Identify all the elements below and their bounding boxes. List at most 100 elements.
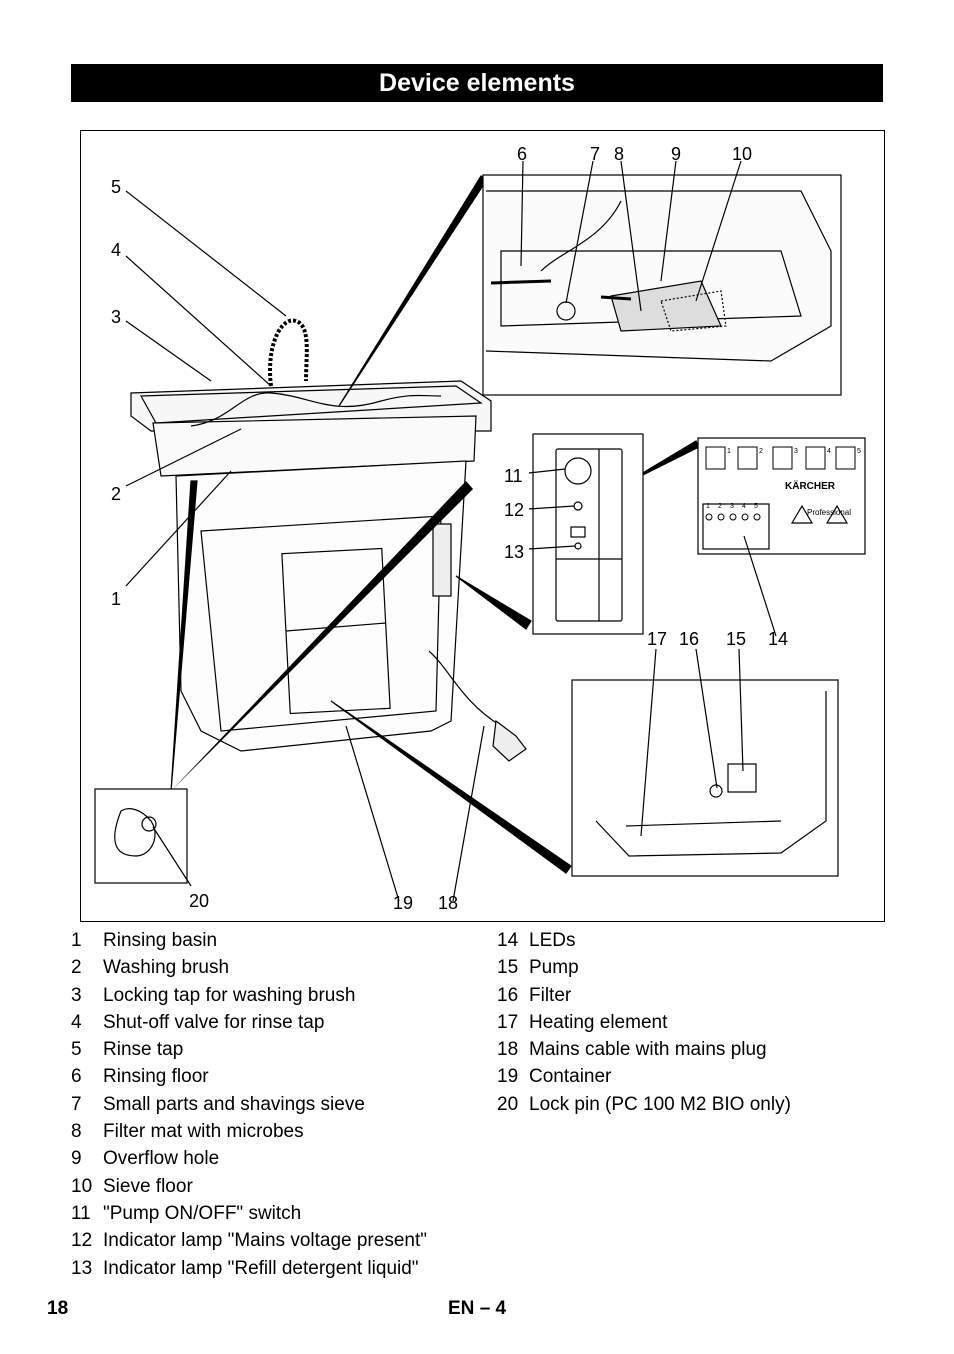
symbol-number: 2	[759, 448, 763, 455]
legend-label: Washing brush	[103, 957, 230, 979]
legend-label: Pump	[529, 957, 579, 979]
legend-label: Overflow hole	[103, 1148, 220, 1170]
legend-label: Filter	[529, 984, 572, 1006]
callout-3: 3	[111, 307, 121, 327]
callout-18: 18	[438, 893, 458, 913]
legend-number: 4	[71, 1011, 82, 1033]
callout-7: 7	[590, 144, 600, 164]
device-diagram: 5 4 3 2 1 6 7 8 9 10 11 12 13 14 15 16 1…	[80, 130, 885, 922]
professional-badge: Professional	[807, 508, 851, 517]
legend-item: 12 Indicator lamp "Mains voltage present"	[71, 1227, 427, 1254]
page-title: Device elements	[71, 64, 883, 102]
device-drawing: 5 4 3 2 1 6 7 8 9 10 11 12 13 14 15 16 1…	[94, 144, 866, 913]
led-number: 3	[730, 503, 734, 510]
callout-14: 14	[768, 629, 788, 649]
legend-number: 8	[71, 1121, 82, 1143]
legend-number: 11	[71, 1202, 91, 1224]
legend-item: 14 LEDs	[497, 927, 791, 954]
legend-number: 14	[497, 930, 519, 951]
legend-item: 5 Rinse tap	[71, 1036, 427, 1063]
language-footer: EN – 4	[448, 1298, 506, 1320]
symbol-number: 4	[827, 448, 831, 455]
callout-1: 1	[111, 589, 121, 609]
legend-item: 9 Overflow hole	[71, 1145, 427, 1172]
callout-11: 11	[504, 466, 523, 486]
legend-item: 19 Container	[497, 1063, 791, 1090]
legend-label: Filter mat with microbes	[103, 1121, 304, 1143]
legend-label: Rinsing floor	[103, 1066, 209, 1088]
legend-number: 9	[71, 1148, 82, 1170]
legend-number: 2	[71, 957, 82, 979]
legend-label: Indicator lamp "Mains voltage present"	[103, 1230, 427, 1252]
legend-item: 8 Filter mat with microbes	[71, 1118, 427, 1145]
symbol-number: 5	[857, 448, 861, 455]
legend-item: 2 Washing brush	[71, 954, 427, 981]
legend-item: 16 Filter	[497, 982, 791, 1009]
callout-19: 19	[393, 893, 413, 913]
callout-4: 4	[111, 240, 121, 260]
callout-15: 15	[726, 629, 746, 649]
legend-number: 20	[497, 1093, 519, 1115]
callout-10: 10	[732, 144, 752, 164]
callout-12: 12	[504, 500, 524, 520]
legend-label: Locking tap for washing brush	[103, 984, 356, 1006]
callout-17: 17	[647, 629, 667, 649]
legend-number: 3	[71, 984, 82, 1006]
language-code: EN	[448, 1298, 475, 1319]
legend-left-column: 1 Rinsing basin 2 Washing brush 3 Locking t…	[71, 927, 427, 1282]
legend-number: 12	[71, 1230, 93, 1252]
symbol-number: 1	[727, 448, 731, 455]
legend-number: 7	[71, 1093, 82, 1115]
legend-number: 6	[71, 1066, 82, 1088]
legend-number: 19	[497, 1066, 519, 1088]
legend-item: 4 Shut-off valve for rinse tap	[71, 1009, 427, 1036]
legend-number: 10	[71, 1175, 93, 1197]
symbol-number: 3	[794, 448, 798, 455]
callout-9: 9	[671, 144, 681, 164]
legend-item: 15 Pump	[497, 954, 791, 981]
legend-label: Heating element	[529, 1011, 668, 1033]
legend-number: 5	[71, 1039, 82, 1061]
legend-item: 11 "Pump ON/OFF" switch	[71, 1200, 427, 1227]
legend-item: 13 Indicator lamp "Refill detergent liqui…	[71, 1255, 427, 1282]
legend-label: Rinse tap	[103, 1039, 184, 1061]
legend-item: 3 Locking tap for washing brush	[71, 982, 427, 1009]
callout-5: 5	[111, 177, 121, 197]
legend-right-column: 14 LEDs 15 Pump 16 Filter 17 Heating element…	[497, 927, 791, 1118]
legend-label: Mains cable with mains plug	[529, 1039, 767, 1061]
legend-label: "Pump ON/OFF" switch	[103, 1202, 302, 1224]
legend-number: 1	[71, 930, 82, 951]
callout-20: 20	[189, 891, 209, 911]
legend-label: Sieve floor	[103, 1175, 193, 1197]
legend-number: 15	[497, 957, 519, 979]
legend-item: 7 Small parts and shavings sieve	[71, 1091, 427, 1118]
legend-label: Lock pin (PC 100 M2 BIO only)	[529, 1093, 791, 1115]
led-number: 5	[754, 503, 758, 510]
legend-number: 13	[71, 1257, 93, 1279]
page-suffix: – 4	[479, 1298, 507, 1319]
callout-13: 13	[504, 542, 524, 562]
callout-8: 8	[614, 144, 624, 164]
led-number: 2	[718, 503, 722, 510]
legend-item: 10 Sieve floor	[71, 1173, 427, 1200]
legend-number: 16	[497, 984, 519, 1006]
legend-label: LEDs	[529, 930, 576, 951]
brand-logo: KÄRCHER	[785, 479, 836, 492]
callout-2: 2	[111, 484, 121, 504]
led-number: 1	[706, 503, 710, 510]
legend-item: 20 Lock pin (PC 100 M2 BIO only)	[497, 1091, 791, 1118]
legend-item: 1 Rinsing basin	[71, 927, 427, 954]
legend-item: 17 Heating element	[497, 1009, 791, 1036]
callout-6: 6	[517, 144, 527, 164]
legend-label: Shut-off valve for rinse tap	[103, 1011, 325, 1033]
page-number: 18	[47, 1298, 69, 1319]
legend-label: Container	[529, 1066, 612, 1088]
legend-number: 17	[497, 1011, 519, 1033]
led-number: 4	[742, 503, 746, 510]
callout-16: 16	[679, 629, 699, 649]
legend-label: Small parts and shavings sieve	[103, 1093, 365, 1115]
legend-label: Rinsing basin	[103, 930, 218, 951]
legend-item: 6 Rinsing floor	[71, 1063, 427, 1090]
legend-label: Indicator lamp "Refill detergent liquid"	[103, 1257, 419, 1279]
